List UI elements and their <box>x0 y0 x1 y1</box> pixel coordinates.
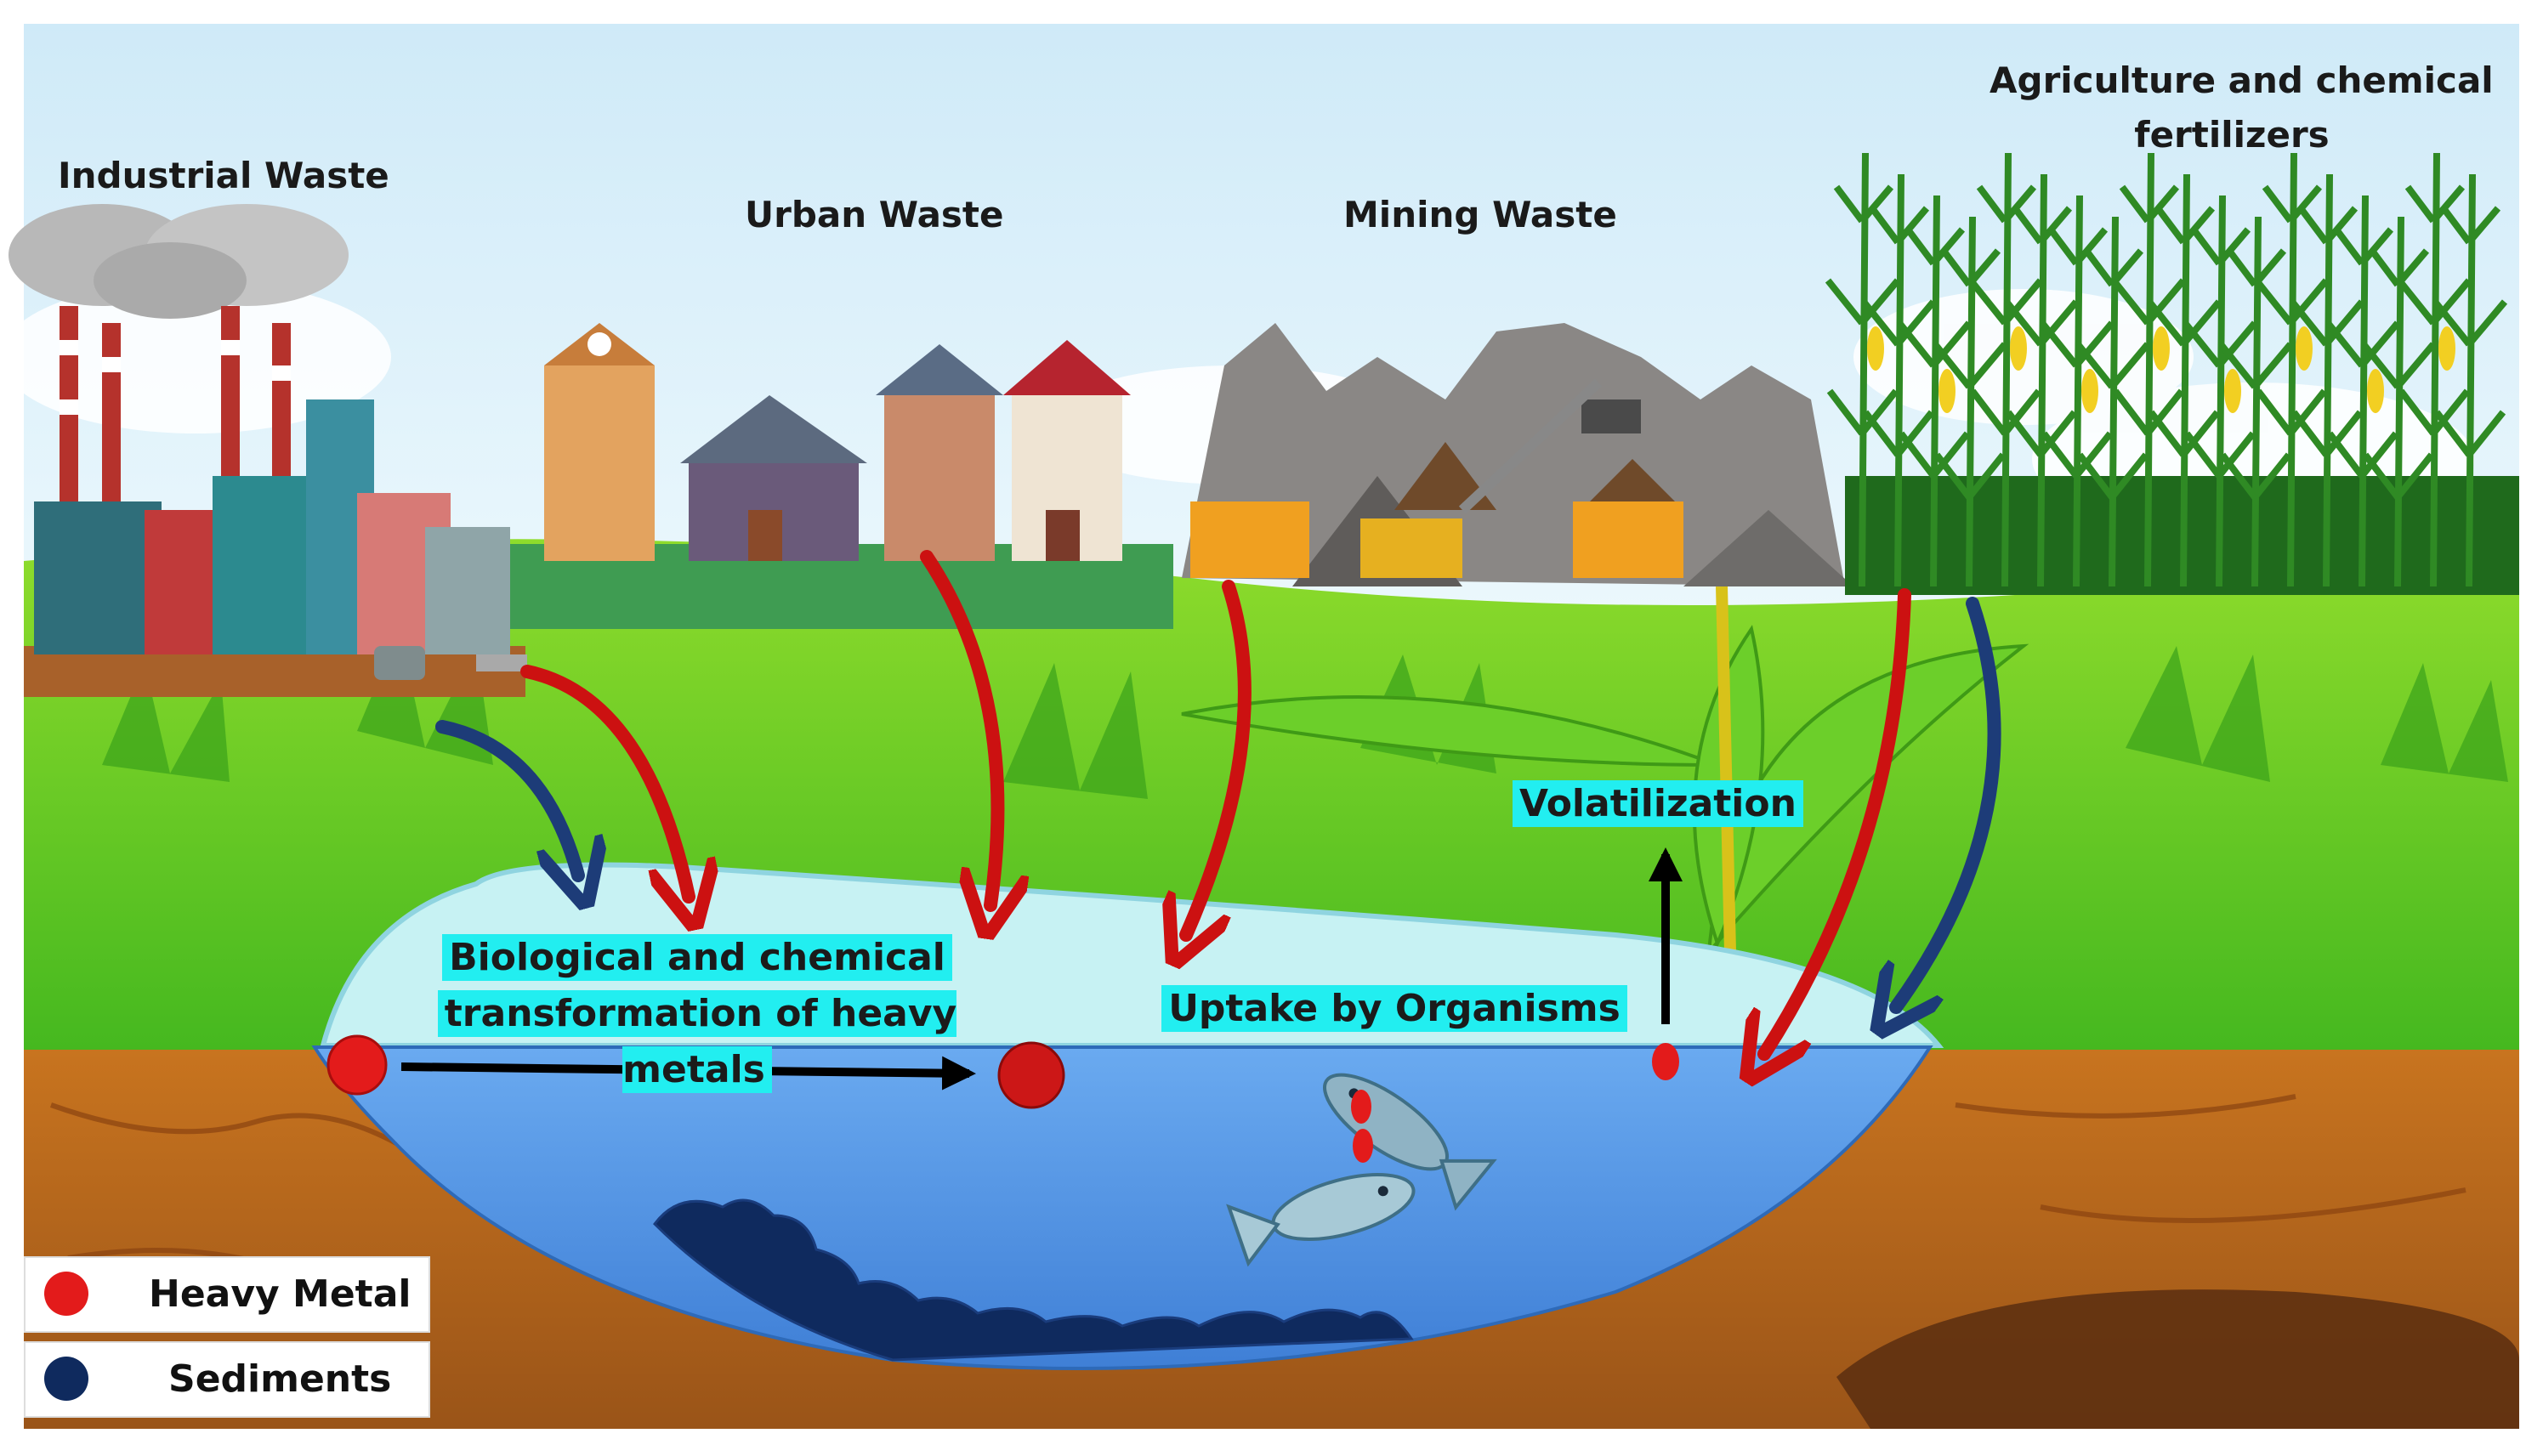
corn-stalk <box>1896 195 1973 587</box>
agriculture-metal-arrow <box>1764 588 1911 1054</box>
transformation-label-line2: transformation of heavy metals <box>437 990 957 1093</box>
agriculture-sediment-arrow <box>1896 597 2001 1007</box>
industrial-metal-arrow <box>520 665 689 897</box>
agriculture-title-line2: fertilizers <box>2134 114 2330 156</box>
corn-stalk <box>2039 195 2115 587</box>
corn-cob <box>2224 369 2241 413</box>
volatilization-label-text: Volatilization <box>1513 780 1803 827</box>
corn-stalk <box>2110 152 2187 587</box>
mining-zone <box>1182 323 1853 586</box>
legend-heavy-metal: Heavy Metal <box>24 1256 430 1333</box>
pond-water <box>311 1045 1933 1370</box>
corn-stalk <box>2324 195 2401 587</box>
transformation-label: Biological and chemical transformation o… <box>391 930 1003 1098</box>
industrial-sediment-arrow <box>435 720 578 875</box>
fish-2 <box>1226 1173 1416 1267</box>
corn-stalk <box>1860 173 1937 587</box>
uptake-label-text: Uptake by Organisms <box>1161 985 1627 1032</box>
heavy-metal-legend-dot <box>44 1272 88 1316</box>
corn-cob <box>2438 326 2455 371</box>
corn-stalk <box>2432 173 2508 587</box>
sediments-legend-label: Sediments <box>168 1357 392 1401</box>
corn-stalk <box>2003 173 2080 587</box>
uptake-label: Uptake by Organisms <box>1156 981 1632 1037</box>
corn-cob <box>2081 369 2098 413</box>
sediments-deposit <box>653 1198 1414 1362</box>
heavy-metal-dot <box>1652 1043 1679 1080</box>
corn-field <box>1825 152 2519 595</box>
mining-metal-arrow <box>1186 580 1252 935</box>
heavy-metal-dot <box>326 1034 388 1096</box>
heavy-metal-dot <box>1353 1129 1373 1163</box>
corn-stalk <box>2217 216 2294 587</box>
corn-cob <box>2153 326 2170 371</box>
urban-zone <box>510 323 1173 629</box>
industrial-zone <box>9 204 527 697</box>
corn-stalk <box>1967 152 2044 587</box>
corn-stalk <box>1825 152 1901 587</box>
corn-cob <box>2367 369 2384 413</box>
corn-stalk <box>2289 173 2365 587</box>
corn-stalk <box>2146 173 2222 587</box>
transformation-label-line1: Biological and chemical <box>442 934 952 981</box>
corn-cob <box>2296 326 2313 371</box>
corn-stalk <box>2396 152 2472 587</box>
corn-stalk <box>1932 216 2008 587</box>
soil-dark-patch <box>1836 1289 2519 1429</box>
corn-cob <box>1867 326 1884 371</box>
sediments-legend-dot <box>44 1357 88 1401</box>
corn-cob <box>2010 326 2027 371</box>
industrial-waste-title: Industrial Waste <box>58 155 389 196</box>
corn-stalk <box>2360 216 2437 587</box>
agriculture-title-line1: Agriculture and chemical <box>1990 59 2494 101</box>
corn-cob <box>1938 369 1955 413</box>
urban-metal-arrow <box>920 550 997 905</box>
mining-waste-title: Mining Waste <box>1343 194 1617 235</box>
urban-waste-title: Urban Waste <box>745 194 1004 235</box>
volatilization-label: Volatilization <box>1505 776 1811 832</box>
heavy-metal-legend-label: Heavy Metal <box>149 1272 412 1316</box>
plant-stalk <box>1716 586 1736 953</box>
corn-stalk <box>2075 216 2151 587</box>
legend-sediments: Sediments <box>24 1341 430 1418</box>
heavy-metal-dot <box>997 1041 1065 1109</box>
corn-stalk <box>2253 152 2330 587</box>
corn-stalk <box>2182 195 2258 587</box>
heavy-metal-dot <box>1351 1090 1371 1124</box>
